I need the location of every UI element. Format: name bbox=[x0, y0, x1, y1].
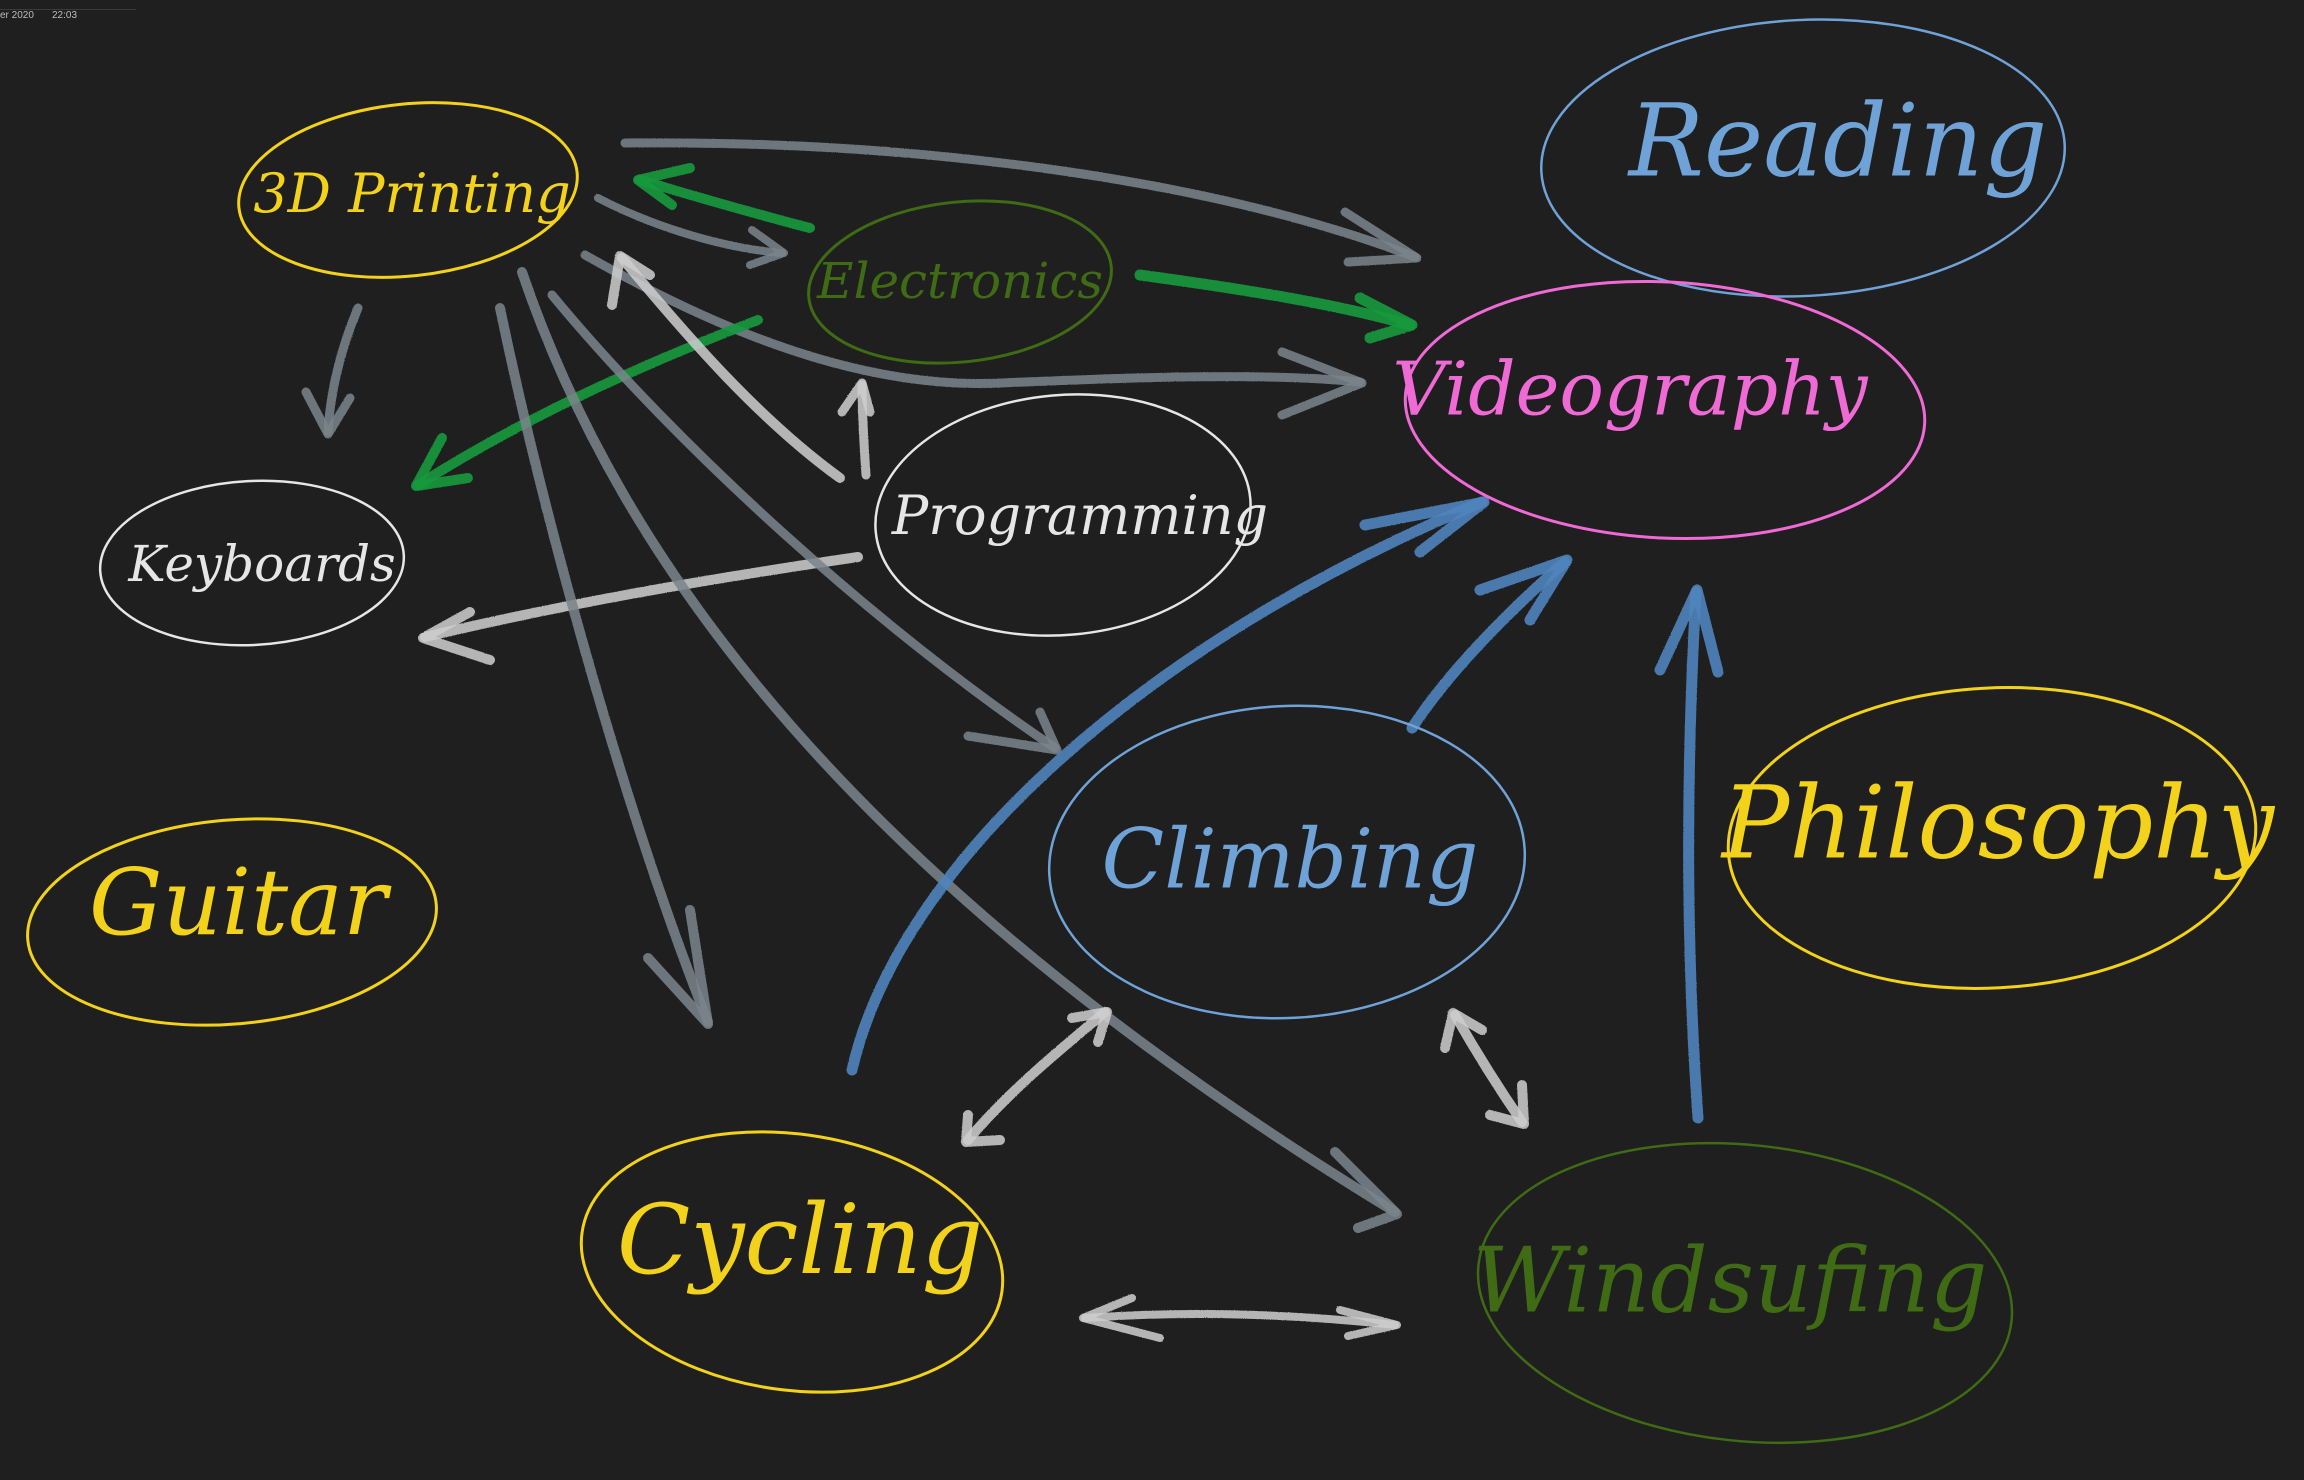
arrow-3d-printing-to-videography-top[interactable] bbox=[620, 138, 1422, 267]
header-time: 22:03 bbox=[52, 10, 78, 21]
node-programming[interactable]: Programming bbox=[865, 379, 1268, 651]
arrow-programming-to-keyboards[interactable] bbox=[418, 552, 863, 665]
header-date: er 2020 bbox=[0, 10, 34, 21]
arrow-programming-to-3d-printing[interactable] bbox=[607, 251, 845, 483]
arrow-electronics-to-videography[interactable] bbox=[1134, 269, 1418, 344]
arrow-cycling-to-videography[interactable] bbox=[846, 496, 1490, 1076]
node-videography-label: Videography bbox=[1392, 346, 1868, 432]
nodes-layer: 3D Printing Electronics Reading Videogra… bbox=[19, 6, 2276, 1468]
arrow-3d-printing-to-electronics[interactable] bbox=[594, 194, 788, 269]
node-windsurfing[interactable]: Windsufing bbox=[1463, 1118, 2027, 1468]
arrow-3d-printing-to-cycling[interactable] bbox=[495, 303, 713, 1029]
node-climbing[interactable]: Climbing bbox=[1041, 694, 1533, 1030]
node-cycling-label: Cycling bbox=[617, 1184, 983, 1296]
node-climbing-label: Climbing bbox=[1102, 813, 1479, 908]
node-videography[interactable]: Videography bbox=[1392, 269, 1931, 552]
node-keyboards[interactable]: Keyboards bbox=[96, 473, 408, 653]
arrow-electronics-to-keyboards[interactable] bbox=[411, 315, 763, 491]
node-programming-label: Programming bbox=[891, 484, 1268, 547]
arrow-programming-to-electronics[interactable] bbox=[837, 378, 875, 480]
node-philosophy-label: Philosophy bbox=[1720, 765, 2276, 882]
arrow-3d-printing-to-climbing[interactable] bbox=[547, 290, 1062, 755]
node-reading-label: Reading bbox=[1627, 83, 2048, 200]
arrow-3d-printing-to-videography-lower[interactable] bbox=[580, 250, 1367, 420]
edges-layer bbox=[301, 138, 1724, 1342]
node-electronics-label: Electronics bbox=[816, 252, 1103, 310]
arrow-climbing-to-videography[interactable] bbox=[1406, 554, 1573, 734]
node-reading[interactable]: Reading bbox=[1534, 6, 2072, 309]
node-electronics[interactable]: Electronics bbox=[800, 187, 1119, 378]
node-3d-printing-label: 3D Printing bbox=[253, 162, 570, 225]
arrow-cycling-climbing[interactable] bbox=[961, 1007, 1112, 1147]
arrow-electronics-to-3d-printing[interactable] bbox=[633, 163, 815, 233]
arrow-3d-printing-to-windsurfing[interactable] bbox=[517, 267, 1402, 1233]
arrow-climbing-windsurfing[interactable] bbox=[1440, 1008, 1529, 1129]
node-cycling[interactable]: Cycling bbox=[564, 1106, 1020, 1419]
node-3d-printing[interactable]: 3D Printing bbox=[230, 87, 586, 294]
node-guitar-label: Guitar bbox=[89, 849, 392, 956]
node-windsurfing-label: Windsufing bbox=[1472, 1228, 1987, 1333]
arrow-cycling-windsurfing[interactable] bbox=[1079, 1294, 1401, 1342]
node-philosophy[interactable]: Philosophy bbox=[1720, 674, 2276, 1001]
header-divider bbox=[0, 9, 136, 10]
node-guitar[interactable]: Guitar bbox=[19, 803, 445, 1042]
node-keyboards-label: Keyboards bbox=[127, 535, 395, 593]
arrow-3d-printing-to-keyboards[interactable] bbox=[301, 303, 363, 439]
arrow-windsurfing-to-videography[interactable] bbox=[1654, 584, 1724, 1124]
